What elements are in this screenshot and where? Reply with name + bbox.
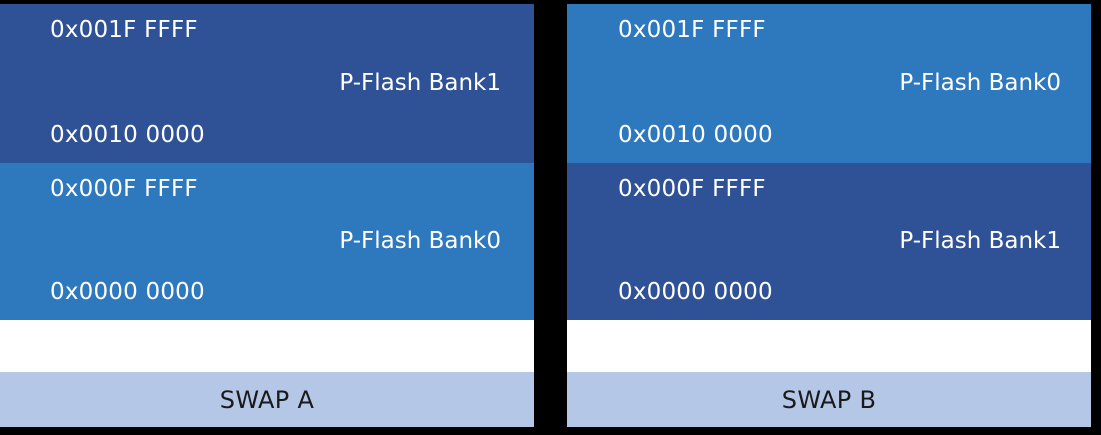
address-label-top: 0x001F FFFF: [618, 17, 766, 43]
address-label-top: 0x001F FFFF: [50, 17, 198, 43]
address-label-top: 0x000F FFFF: [618, 176, 766, 202]
memory-block-stack: 0x001F FFFF P-Flash Bank0 0x0010 0000 0x…: [567, 4, 1091, 320]
address-label-bottom: 0x0010 0000: [618, 122, 773, 148]
swap-caption-bar: SWAP A: [0, 372, 534, 427]
address-label-bottom: 0x0000 0000: [618, 279, 773, 305]
memory-block-upper: 0x001F FFFF P-Flash Bank0 0x0010 0000: [567, 4, 1091, 163]
swap-caption-label: SWAP B: [781, 385, 877, 414]
swap-caption-bar: SWAP B: [567, 372, 1091, 427]
memory-map-panel-swap-b: 0x001F FFFF P-Flash Bank0 0x0010 0000 0x…: [567, 4, 1091, 427]
swap-caption-label: SWAP A: [219, 385, 315, 414]
memory-block-lower: 0x000F FFFF P-Flash Bank1 0x0000 0000: [567, 163, 1091, 320]
memory-map-panel-swap-a: 0x001F FFFF P-Flash Bank1 0x0010 0000 0x…: [0, 4, 534, 427]
bank-label: P-Flash Bank1: [339, 69, 501, 96]
memory-block-lower: 0x000F FFFF P-Flash Bank0 0x0000 0000: [0, 163, 534, 320]
memory-block-stack: 0x001F FFFF P-Flash Bank1 0x0010 0000 0x…: [0, 4, 534, 320]
memory-block-upper: 0x001F FFFF P-Flash Bank1 0x0010 0000: [0, 4, 534, 163]
panel-separator-gap: [567, 320, 1091, 372]
address-label-bottom: 0x0000 0000: [50, 279, 205, 305]
address-label-bottom: 0x0010 0000: [50, 122, 205, 148]
address-label-top: 0x000F FFFF: [50, 176, 198, 202]
bank-label: P-Flash Bank0: [899, 69, 1061, 96]
bank-label: P-Flash Bank0: [339, 227, 501, 254]
bank-label: P-Flash Bank1: [899, 227, 1061, 254]
panel-separator-gap: [0, 320, 534, 372]
